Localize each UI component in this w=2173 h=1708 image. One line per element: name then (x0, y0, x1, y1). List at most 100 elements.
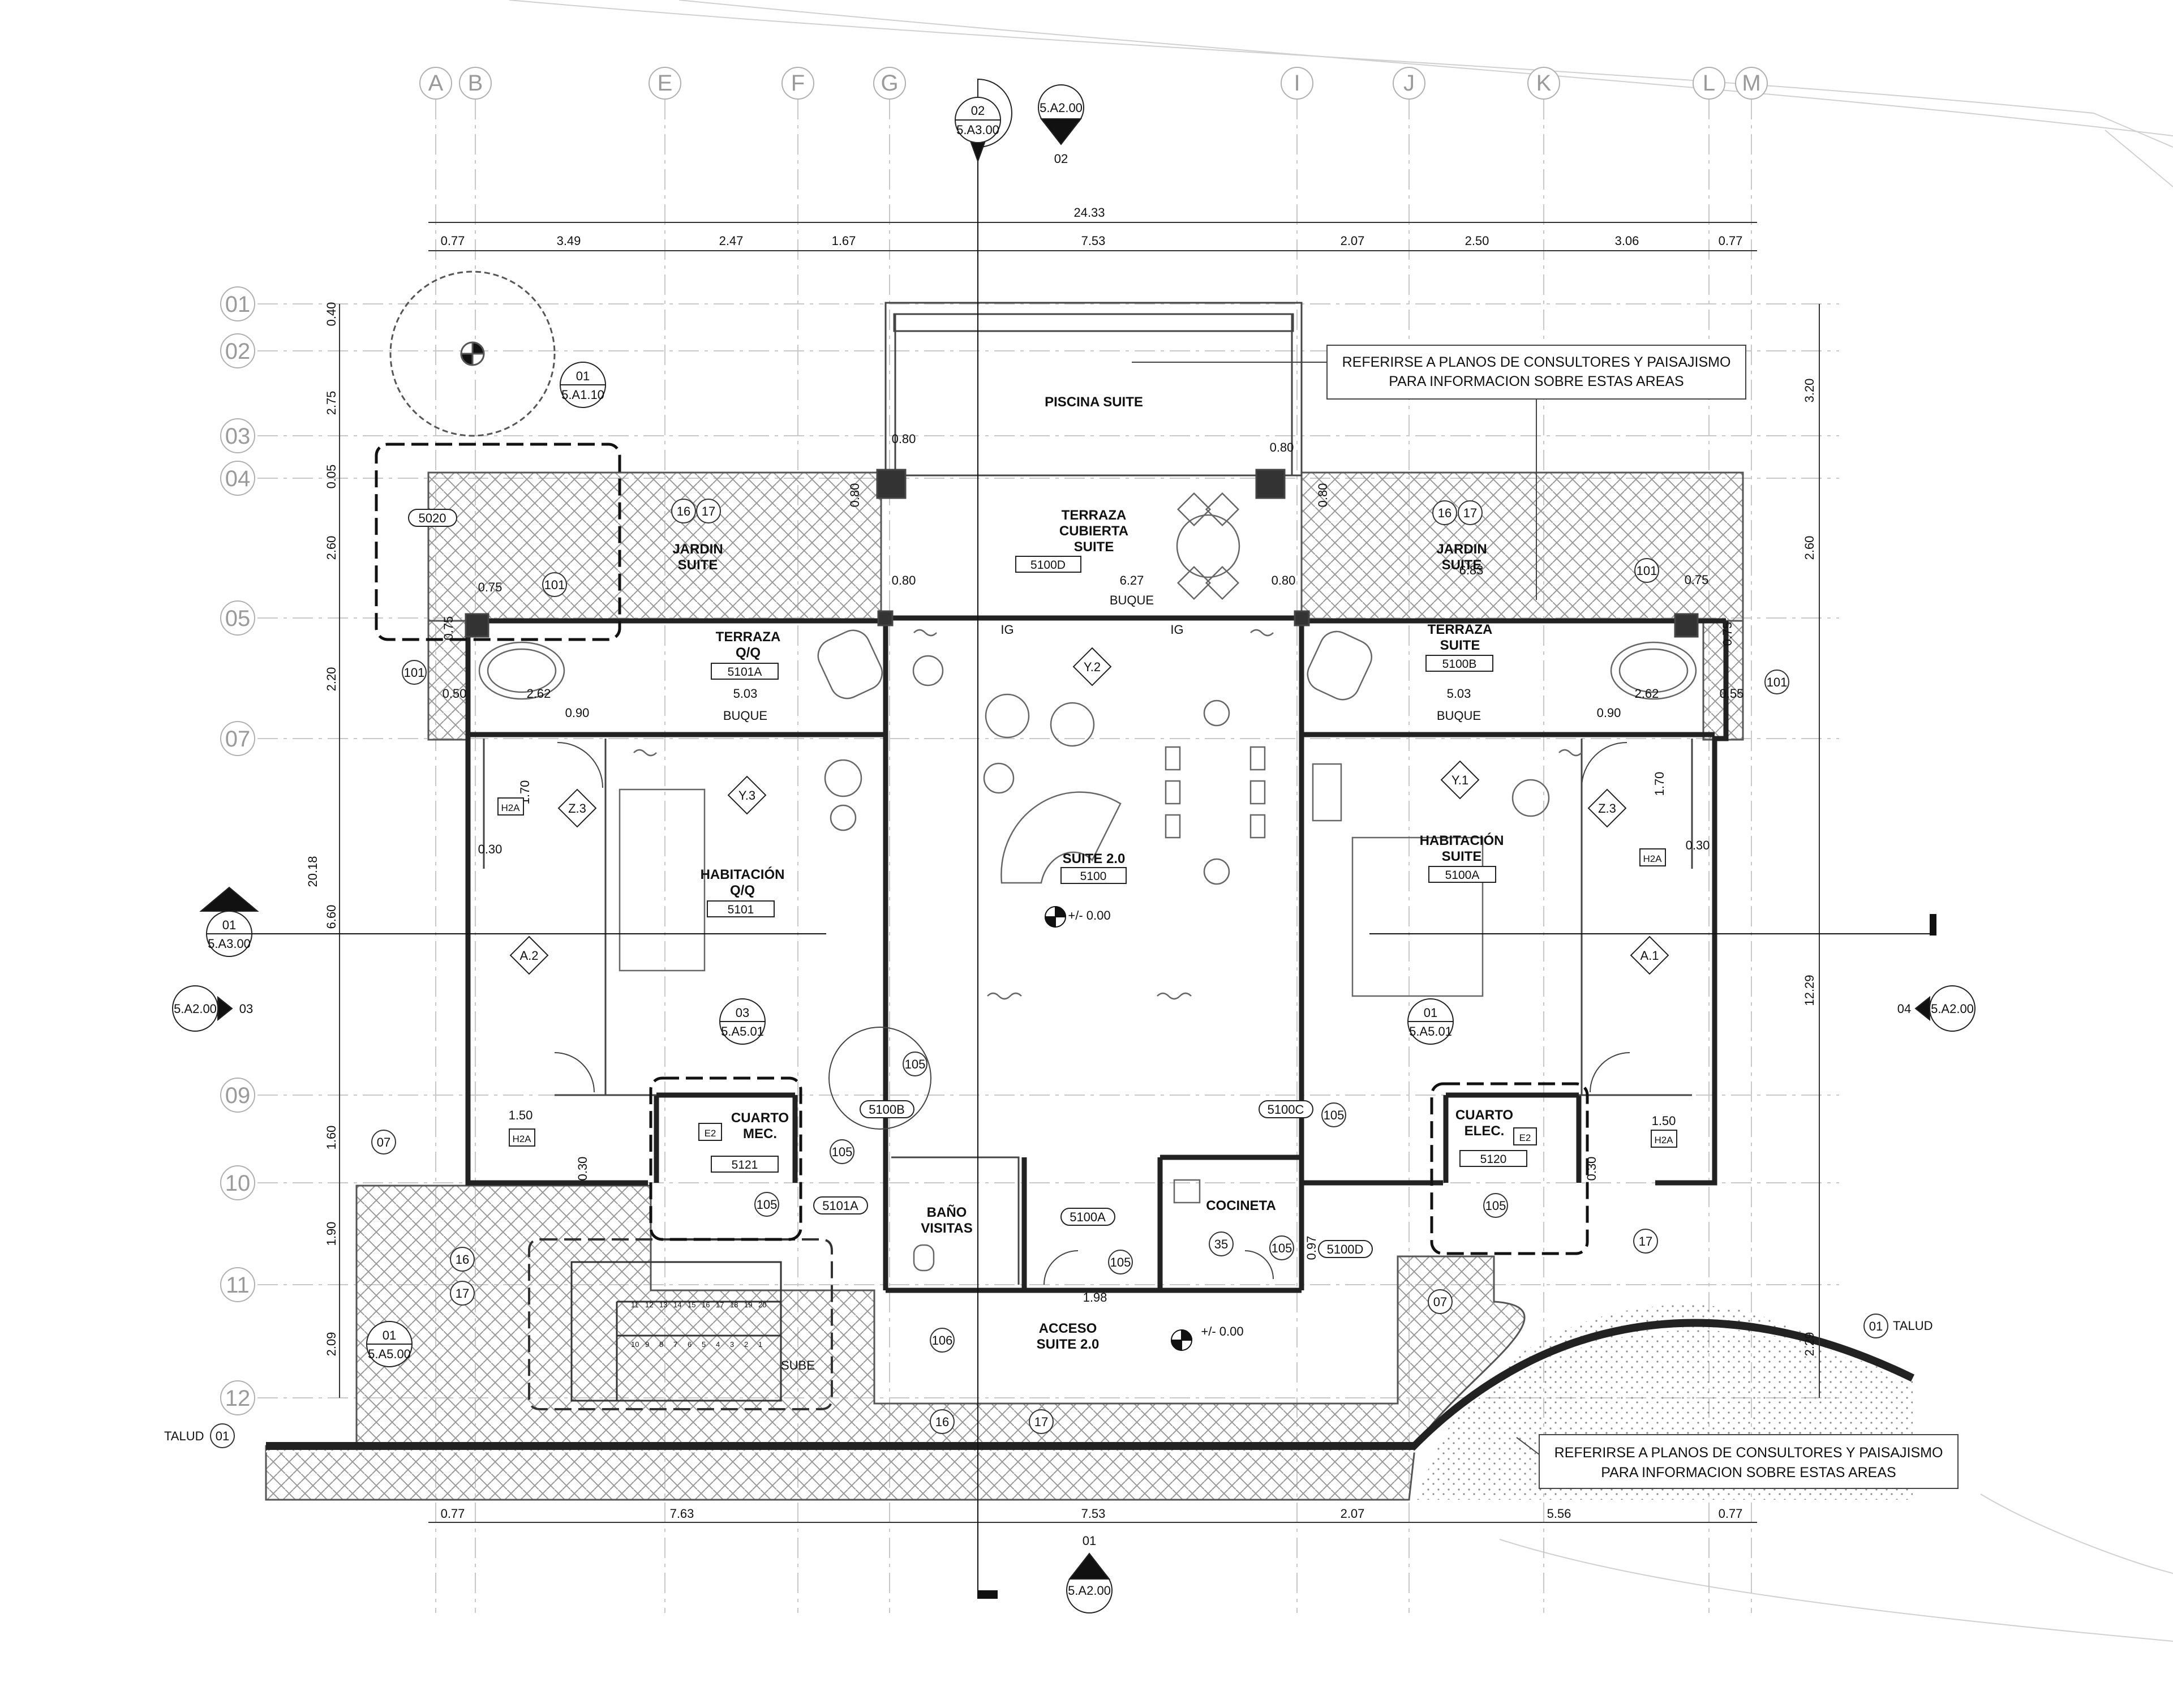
elev-marker-left-num: 03 (239, 1002, 253, 1016)
tag-y2: Y.2 (1084, 660, 1101, 674)
stair-step-2: 2 (744, 1340, 748, 1349)
elevation-markers: 5.A2.00 02 5.A2.00 03 5.A2.00 04 5.A2.00… (172, 84, 1976, 1613)
room-number-5100a: 5100A (1445, 869, 1480, 882)
interior-partitions (465, 469, 1699, 1285)
room-terraza-suite-line2: SUITE (1440, 638, 1480, 653)
dim-overall-top: 24.33 (1073, 205, 1105, 220)
ig-label-left: IG (1000, 623, 1014, 637)
dim-left-9: 2.09 (324, 1332, 338, 1357)
dim-bottom-4: 2.07 (1341, 1507, 1365, 1521)
dim-left-overall: 20.18 (306, 856, 320, 887)
keynote-17-a: 17 (702, 504, 715, 518)
detail-01b-top: 01 (1424, 1006, 1437, 1020)
elev-marker-right-sheet: 5.A2.00 (1931, 1002, 1974, 1016)
section-02-top: 02 (971, 104, 985, 118)
dim-int-17: 2.62 (527, 686, 551, 701)
keynote-101-d: 101 (1767, 675, 1788, 689)
stair-step-15: 15 (688, 1301, 695, 1309)
dim-bottom-2: 7.63 (670, 1507, 694, 1521)
elev-marker-bottom-sheet: 5.A2.00 (1068, 1583, 1111, 1598)
dim-int-13: 6.27 (1120, 573, 1144, 587)
grid-row-04: 04 (225, 466, 251, 491)
keynote-17-c: 17 (456, 1286, 469, 1301)
dim-int-9: 0.75 (441, 616, 456, 641)
dim-int-15: 5.03 (733, 686, 758, 701)
keynote-101-b: 101 (1637, 564, 1657, 578)
door-tag-5100a: 5100A (1070, 1210, 1106, 1224)
grid-row-02: 02 (225, 339, 251, 364)
room-terraza-qq-line1: TERRAZA (716, 629, 781, 645)
building-walls (465, 615, 1729, 1293)
keynote-07-b: 07 (1433, 1295, 1447, 1309)
room-acceso-line1: ACCESO (1039, 1321, 1097, 1336)
grid-row-12: 12 (225, 1386, 251, 1411)
e2-label-2: E2 (1519, 1132, 1531, 1143)
ig-label-right: IG (1170, 623, 1183, 637)
detail-01c-sheet: 5.A5.00 (368, 1347, 411, 1361)
level-label-acceso: +/- 0.00 (1201, 1324, 1243, 1338)
detail-01-top: 01 (576, 369, 590, 383)
grid-col-f: F (791, 71, 805, 96)
dim-top-4: 1.67 (832, 234, 856, 248)
section-01-sheet: 5.A3.00 (208, 937, 251, 951)
tag-y1: Y.1 (1451, 773, 1468, 787)
grid-col-k: K (1536, 71, 1552, 96)
keynote-17-b: 17 (1463, 506, 1477, 520)
stair-step-4: 4 (716, 1340, 720, 1349)
elev-marker-top-sheet: 5.A2.00 (1040, 101, 1083, 115)
room-labels: PISCINA SUITE TERRAZA CUBIERTA SUITE 510… (672, 394, 1527, 1352)
room-piscina-suite: PISCINA SUITE (1045, 394, 1143, 410)
dim-left-1: 0.40 (324, 302, 338, 327)
opening-labels: BUQUE BUQUE BUQUE IG IG +/- 0.00 +/- 0.0… (497, 593, 1677, 1338)
talud-labels: TALUD TALUD (164, 1319, 1933, 1443)
dim-left-6: 6.60 (324, 905, 338, 929)
room-number-5121: 5121 (732, 1158, 758, 1171)
stair-step-13: 13 (659, 1301, 667, 1309)
dim-int-20: 0.90 (1597, 706, 1621, 720)
dim-int-11: 0.50 (443, 686, 467, 701)
dim-int-26: 1.50 (1652, 1114, 1676, 1128)
dim-int-30: 0.97 (1304, 1236, 1319, 1260)
keynote-106: 106 (932, 1333, 953, 1347)
stair-step-12: 12 (645, 1301, 653, 1309)
grid-col-a: A (428, 71, 444, 96)
grid-col-i: I (1294, 71, 1300, 96)
talud-edge (266, 1319, 1915, 1453)
grid-col-m: M (1742, 71, 1760, 96)
keynote-101-a: 101 (544, 578, 565, 592)
dim-top-5: 7.53 (1081, 234, 1106, 248)
dim-int-4: 0.80 (1272, 573, 1296, 587)
grid-row-09: 09 (225, 1083, 251, 1108)
tag-a1: A.1 (1640, 949, 1659, 963)
room-jardin-left-line2: SUITE (678, 557, 718, 573)
talud-label-left: TALUD (164, 1429, 204, 1443)
elev-marker-top-num: 02 (1054, 152, 1068, 166)
detail-03-sheet: 5.A5.01 (721, 1024, 764, 1038)
dim-top-7: 2.50 (1465, 234, 1489, 248)
dim-int-10: 0.75 (1720, 622, 1734, 646)
tree-symbol (389, 271, 556, 437)
room-habitacion-qq-line1: HABITACIÓN (701, 866, 785, 882)
stair (528, 1238, 833, 1410)
e2-label-1: E2 (705, 1128, 716, 1139)
room-cuarto-mec-line1: CUARTO (731, 1110, 789, 1126)
keynote-105-b: 105 (1324, 1108, 1345, 1122)
dim-int-14: 6.83 (1459, 563, 1484, 577)
h2a-label-1: H2A (501, 802, 520, 813)
keynote-16-c: 16 (456, 1252, 469, 1267)
buque-label-right: BUQUE (1437, 709, 1481, 723)
h2a-label-4: H2A (1654, 1135, 1673, 1145)
elev-marker-right-num: 04 (1897, 1002, 1911, 1016)
grid-row-10: 10 (225, 1171, 251, 1196)
dim-left-7: 1.60 (324, 1126, 338, 1150)
detail-01-sheet: 5.A1.10 (561, 388, 604, 402)
dim-int-3: 0.80 (892, 573, 916, 587)
dim-top-8: 3.06 (1615, 234, 1639, 248)
dim-top-9: 0.77 (1719, 234, 1743, 248)
dim-int-8: 0.75 (1685, 573, 1709, 587)
keynote-tags: 16 17 16 17 101 101 101 101 105 105 105 … (210, 499, 1888, 1448)
tag-y3: Y.3 (738, 788, 755, 802)
room-number-5100b: 5100B (1442, 658, 1477, 671)
room-habitacion-suite-line2: SUITE (1442, 849, 1482, 864)
dim-top-3: 2.47 (719, 234, 744, 248)
